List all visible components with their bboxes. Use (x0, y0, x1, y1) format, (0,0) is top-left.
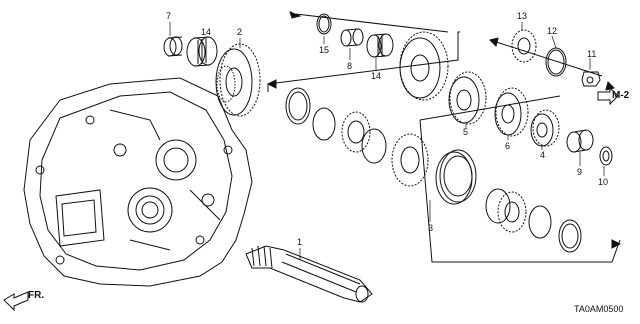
part-label-14-left: 14 (201, 27, 212, 37)
part-label-1: 1 (297, 237, 303, 247)
part-7-bushing (163, 36, 183, 57)
arrow-icon (489, 37, 499, 47)
part-label-4: 4 (540, 150, 546, 160)
part-13-synchro (511, 29, 537, 63)
part-label-7: 7 (166, 11, 172, 21)
part-8-collar (340, 28, 364, 47)
transmission-case (23, 77, 253, 287)
part-9-collar (566, 129, 594, 153)
arrow-icon (266, 79, 277, 89)
part-10-washer (599, 146, 613, 166)
part-label-14-right: 14 (371, 71, 382, 81)
part-14-needle-bearing-left (186, 36, 218, 67)
part-15-snap-ring (316, 13, 332, 35)
part-label-10: 10 (598, 177, 609, 187)
part-label-5: 5 (463, 127, 469, 137)
part-label-15: 15 (319, 45, 330, 55)
synchro-ring-set (285, 87, 582, 253)
part-label-3: 3 (428, 223, 434, 233)
arrow-icon (611, 239, 622, 249)
part-label-8: 8 (347, 61, 353, 71)
reference-arrow-icon (597, 86, 619, 106)
part-4-gear (530, 109, 560, 147)
part-label-6: 6 (505, 141, 511, 151)
gear-upper (399, 31, 449, 101)
part-14-needle-bearing-right (366, 33, 394, 58)
front-direction-arrow-icon (3, 291, 29, 312)
arrow-icon (289, 11, 302, 19)
part-6-gear (494, 87, 529, 137)
front-direction-label: FR. (28, 290, 45, 301)
part-1-mainshaft (245, 245, 373, 303)
diagram-code: TA0AM0500 (574, 304, 624, 314)
reference-label: M-2 (612, 90, 630, 101)
part-label-11: 11 (587, 49, 597, 59)
leader-lines (169, 22, 605, 260)
part-5-gear (448, 71, 487, 125)
part-label-12: 12 (547, 26, 558, 36)
part-label-13: 13 (517, 11, 528, 21)
part-11-bolt (581, 71, 601, 87)
part-label-9: 9 (577, 167, 583, 177)
part-12-ring (545, 47, 567, 77)
part-2-gear (215, 43, 261, 117)
part-label-2: 2 (237, 27, 243, 37)
